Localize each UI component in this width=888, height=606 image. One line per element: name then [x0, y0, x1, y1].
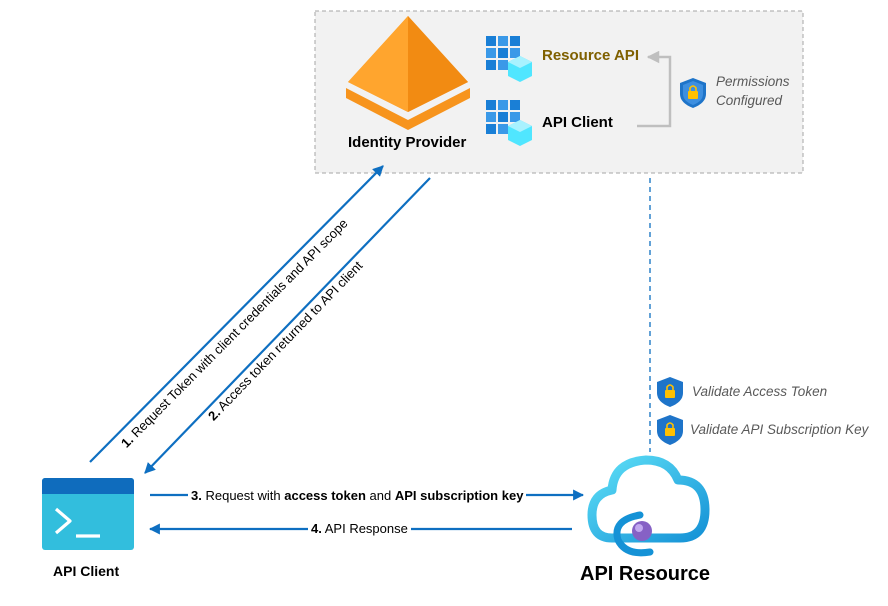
api-resource-label: API Resource — [580, 563, 711, 585]
permissions-shield-icon — [680, 78, 706, 108]
api-client-app-icon — [486, 100, 532, 146]
step4-text: API Response — [324, 521, 408, 536]
step3-access-token: access token — [284, 488, 366, 503]
arrow-step1 — [89, 165, 384, 463]
resource-api-app-icon — [486, 36, 532, 82]
api-client-label: API Client — [53, 563, 120, 579]
permissions-connector — [637, 50, 672, 128]
idp-api-client-label: API Client — [542, 114, 613, 131]
resource-api-label: Resource API — [542, 47, 639, 64]
validate-key-shield-icon — [657, 415, 683, 445]
api-resource-cloud-icon — [587, 455, 710, 557]
validate-key-label: Validate API Subscription Key — [690, 422, 869, 437]
step3-text-mid: and — [365, 488, 395, 503]
step3-number: 3. — [191, 488, 202, 503]
step3-text-pre: Request with — [205, 488, 285, 503]
validate-token-label: Validate Access Token — [692, 384, 828, 399]
identity-provider-label: Identity Provider — [348, 134, 467, 151]
arrow-step2 — [144, 177, 431, 474]
step4-label: 4. API Response — [308, 521, 411, 536]
identity-provider-logo-icon — [346, 16, 470, 130]
validate-token-shield-icon — [657, 377, 683, 407]
permissions-label-line1: Permissions — [716, 74, 790, 89]
step3-label: 3. Request with access token and API sub… — [188, 488, 527, 503]
step4-number: 4. — [311, 521, 322, 536]
step3-subscription-key: API subscription key — [394, 488, 524, 503]
console-icon — [42, 478, 134, 550]
permissions-label-line2: Configured — [716, 93, 783, 108]
